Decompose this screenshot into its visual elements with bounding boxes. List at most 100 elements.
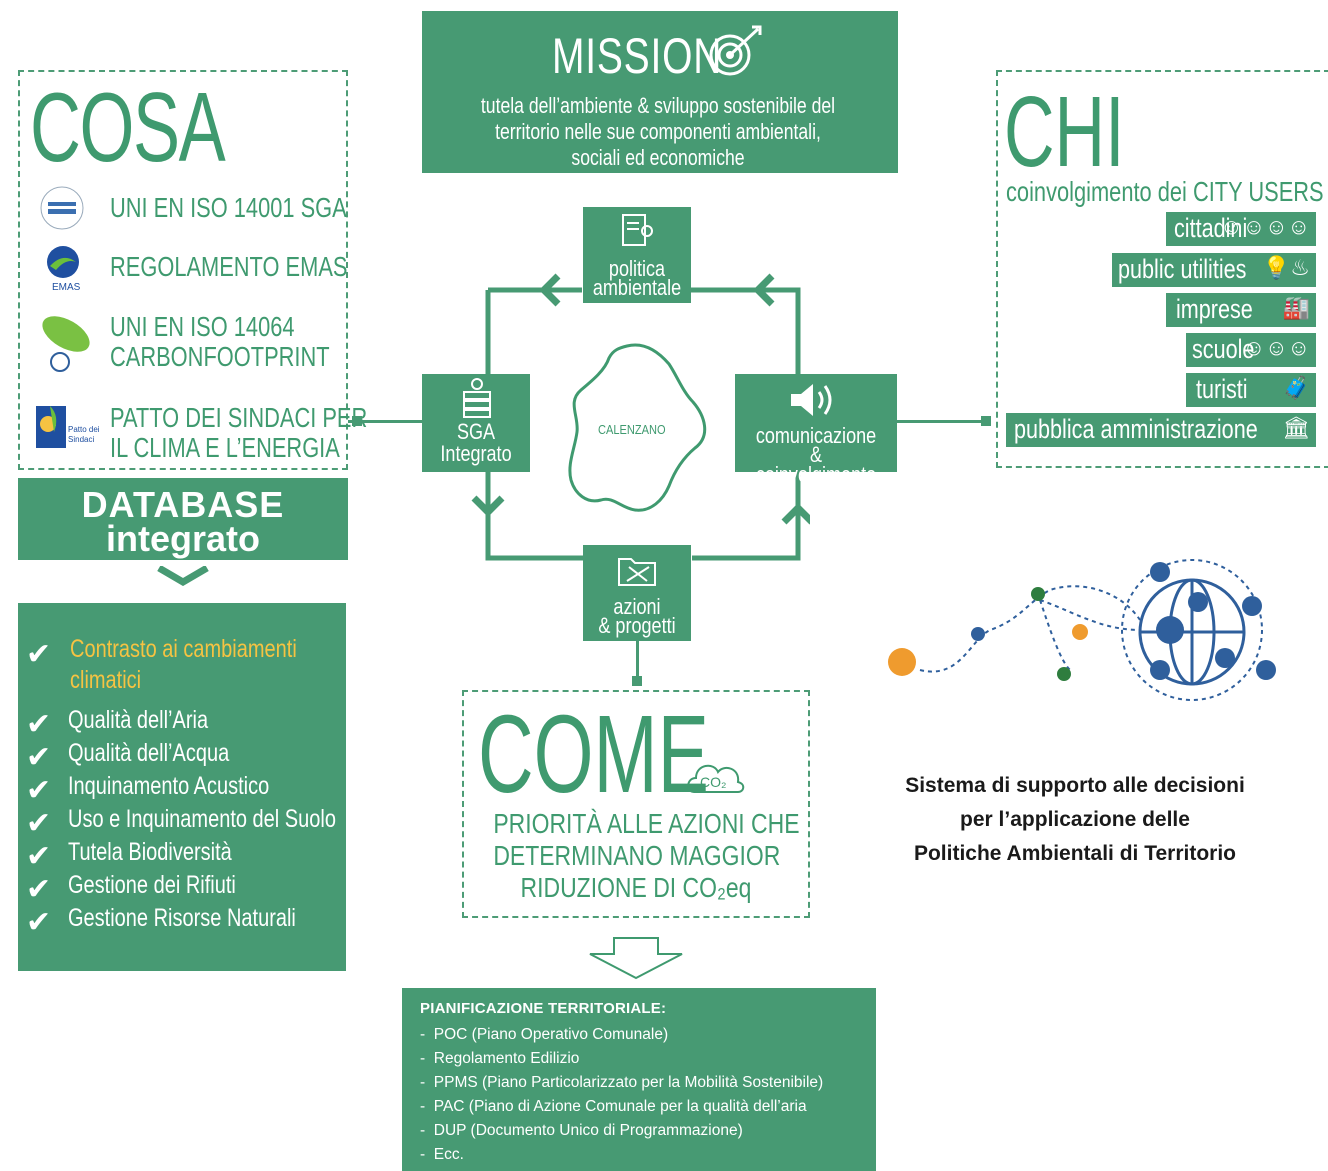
check-icon: ✔ <box>26 906 52 939</box>
chi-row-scuole: scuole ☺☺☺ <box>1186 333 1316 367</box>
check-icon: ✔ <box>26 741 52 774</box>
topic-climate-2: climatici <box>70 666 142 694</box>
dss-line-2: per l’applicazione delle <box>960 808 1190 831</box>
cosa-item-iso14001: UNI EN ISO 14001 SGA <box>110 192 347 223</box>
server-icon <box>460 378 494 423</box>
planning-item: - DUP (Documento Unico di Programmazione… <box>420 1122 743 1139</box>
node-sga-line-1: SGA <box>456 419 496 444</box>
come-box <box>462 690 810 918</box>
topic-climate-1: Contrasto ai cambiamenti <box>70 635 297 663</box>
check-icon: ✔ <box>26 774 52 807</box>
carbon-footprint-logo <box>36 306 92 374</box>
chi-row-pubblica-amministrazione: pubblica amministrazione 🏛 <box>1006 413 1316 447</box>
come-line-3: RIDUZIONE DI CO₂eq <box>520 872 752 903</box>
calenzano-label: CALENZANO <box>598 422 666 437</box>
database-box: DATABASE integrato <box>18 478 348 560</box>
cycle-loop <box>471 273 810 561</box>
chi-row-label: imprese <box>1176 294 1253 324</box>
chi-row-imprese: imprese 🏭 <box>1166 293 1316 327</box>
check-icon: ✔ <box>26 807 52 840</box>
chi-subtitle: coinvolgimento dei CITY USERS <box>1006 176 1324 207</box>
come-line-1: PRIORITÀ ALLE AZIONI CHE <box>493 808 800 839</box>
database-title: DATABASE <box>81 484 285 525</box>
topic-item: Qualità dell’Aria <box>68 706 209 734</box>
node-azioni-line-2: & progetti <box>598 613 676 638</box>
topic-item: Inquinamento Acustico <box>68 772 270 800</box>
check-icon: ✔ <box>26 638 52 671</box>
target-icon <box>706 25 766 82</box>
topic-item: Gestione dei Rifiuti <box>68 871 236 899</box>
people-icon: ☺☺☺☺ <box>1220 214 1310 239</box>
node-sga-line-2: Integrato <box>440 441 512 466</box>
node-sga: SGA Integrato <box>422 374 530 472</box>
come-line-2: DETERMINANO MAGGIOR <box>493 840 781 871</box>
planning-box: PIANIFICAZIONE TERRITORIALE: - POC (Pian… <box>402 988 876 1171</box>
cosa-item-emas: REGOLAMENTO EMAS <box>110 251 348 282</box>
topic-item: Tutela Biodiversità <box>68 838 232 866</box>
chi-row-label: turisti <box>1196 374 1248 404</box>
node-comunicazione: comunicazione & coinvolgimento <box>735 374 897 486</box>
topic-item: Qualità dell’Acqua <box>68 739 230 767</box>
planning-heading: PIANIFICAZIONE TERRITORIALE: <box>420 1000 667 1017</box>
dnv-gl-logo <box>36 184 92 234</box>
chi-row-label: pubblica amministrazione <box>1014 414 1258 444</box>
emas-logo: EMAS <box>36 240 92 293</box>
building-icon: 🏛 <box>1282 415 1310 440</box>
chi-row-label: scuole <box>1192 334 1255 364</box>
topics-box: ✔ Contrasto ai cambiamenti climatici ✔ Q… <box>18 603 346 971</box>
mission-box: MISSION tutela dell’ambiente & sviluppo … <box>422 11 898 173</box>
planning-item: - Ecc. <box>420 1146 464 1163</box>
planning-item: - PAC (Piano di Azione Comunale per la q… <box>420 1098 807 1115</box>
node-com-line-1: comunicazione <box>755 423 877 448</box>
certificate-icon <box>621 213 655 254</box>
megaphone-icon <box>787 380 837 425</box>
topic-item: Gestione Risorse Naturali <box>68 904 296 932</box>
school-icon: ☺☺☺ <box>1242 335 1310 360</box>
cosa-item-patto-1: PATTO DEI SINDACI PER <box>110 402 368 433</box>
down-arrow-icon <box>589 937 683 980</box>
topic-item: Uso e Inquinamento del Suolo <box>68 805 336 833</box>
database-subtitle: integrato <box>105 518 260 559</box>
business-icon: 🏭 <box>1282 295 1310 320</box>
planning-item: - Regolamento Edilizio <box>420 1050 580 1067</box>
node-politica-line-1: politica <box>608 256 666 281</box>
connector-dot <box>981 416 991 426</box>
chi-row-cittadini: cittadini ☺☺☺☺ <box>1166 212 1316 246</box>
chi-row-label: cittadini <box>1174 213 1248 243</box>
tourist-icon: 🧳 <box>1282 375 1310 400</box>
mission-title: MISSION <box>552 28 723 84</box>
calenzano-map <box>568 343 707 512</box>
mission-line-3: sociali ed economiche <box>571 145 745 170</box>
node-azioni: azioni & progetti <box>583 545 691 641</box>
chi-row-public-utilities: public utilities 💡♨ <box>1112 253 1316 287</box>
node-politica: politica ambientale <box>583 207 691 303</box>
check-icon: ✔ <box>26 708 52 741</box>
node-azioni-line-1: azioni <box>613 594 661 619</box>
mission-line-1: tutela dell’ambiente & sviluppo sostenib… <box>480 93 836 118</box>
planning-item: - PPMS (Piano Particolarizzato per la Mo… <box>420 1074 824 1091</box>
folder-tools-icon <box>617 551 659 594</box>
cosa-item-iso14064: UNI EN ISO 14064 <box>110 311 295 342</box>
connector-dot <box>632 676 642 686</box>
chi-box <box>996 70 1328 468</box>
node-politica-line-2: ambientale <box>592 275 682 300</box>
chi-row-label: public utilities <box>1118 254 1247 284</box>
cosa-item-carbonfootprint: CARBONFOOTPRINT <box>110 341 330 372</box>
svg-text:EMAS: EMAS <box>52 282 81 292</box>
svg-text:Sindaci: Sindaci <box>68 435 94 444</box>
dss-line-1: Sistema di supporto alle decisioni <box>905 774 1245 797</box>
node-com-line-2: & coinvolgimento <box>755 442 877 487</box>
mission-line-2: territorio nelle sue componenti ambienta… <box>495 119 821 144</box>
network-illustration <box>888 559 1276 701</box>
chi-title: CHI <box>1004 76 1125 188</box>
co2-label: CO₂ <box>700 774 727 790</box>
planning-item: - POC (Piano Operativo Comunale) <box>420 1026 669 1043</box>
check-icon: ✔ <box>26 840 52 873</box>
co2-cloud-icon: CO₂ <box>684 752 746 803</box>
chi-row-turisti: turisti 🧳 <box>1186 373 1316 407</box>
svg-text:Patto dei: Patto dei <box>68 425 100 434</box>
connector-right <box>897 420 987 423</box>
connector-dot <box>352 416 362 426</box>
connector-left <box>348 420 422 423</box>
